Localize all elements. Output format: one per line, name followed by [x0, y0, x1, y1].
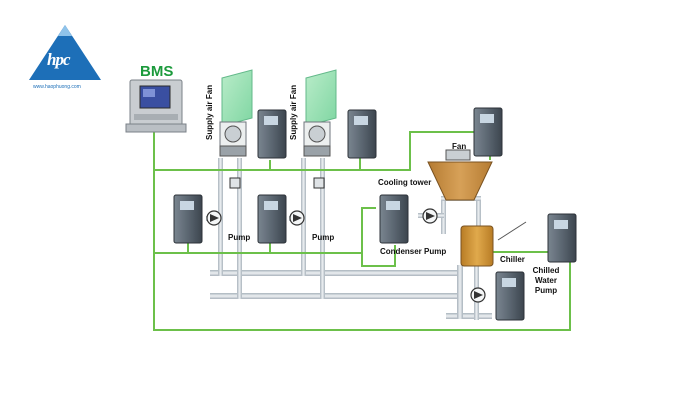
- vfd-pump-2: [257, 194, 287, 244]
- air-handling-unit-1: [219, 69, 253, 157]
- cooling-tower: [427, 149, 493, 201]
- ahu1-damper: [219, 145, 247, 157]
- pump-1-label: Pump: [228, 233, 251, 242]
- ahu2-fan-wheel: [308, 125, 326, 143]
- computer-base: [134, 114, 178, 120]
- chiller-unit: [460, 225, 494, 267]
- pipe-chiller-loop-right: [457, 265, 463, 319]
- wire-pump-bus: [154, 207, 376, 254]
- supply-air-fan-2-label: Supply air Fan: [289, 84, 298, 140]
- cooling-tower-fan-box: [445, 149, 471, 161]
- wire-bms-main: [153, 132, 200, 171]
- company-logo: [29, 25, 101, 80]
- pipe-ahu2-return: [320, 158, 325, 299]
- bms-computer: [125, 79, 187, 133]
- pipe-return-to-chiller: [446, 313, 492, 319]
- vfd-condenser-pump: [379, 194, 409, 244]
- condenser-pump-label: Condenser Pump: [380, 247, 447, 256]
- control-valve-2: [313, 177, 325, 189]
- pump-arrows: [210, 212, 483, 299]
- pipe-header-upper: [210, 270, 462, 276]
- computer-keyboard: [125, 123, 187, 133]
- supply-air-fan-1-label: Supply air Fan: [205, 84, 214, 140]
- wire-bms-left-bus: [153, 170, 571, 331]
- vfd-ahu2: [347, 109, 377, 159]
- pipe-ahu1-return: [237, 158, 242, 299]
- ahu1-coil: [221, 69, 253, 127]
- control-valve-1: [229, 177, 241, 189]
- air-handling-unit-2: [303, 69, 337, 157]
- pipe-header-lower: [210, 293, 462, 299]
- ahu1-fan-wheel: [224, 125, 242, 143]
- condenser-pump-arrow: [426, 212, 435, 220]
- vfd-chiller-pump: [547, 213, 577, 263]
- chiller-leader-line: [497, 221, 527, 241]
- cooling-tower-body: [427, 161, 493, 201]
- ahu2-coil: [305, 69, 337, 127]
- bms-label: BMS: [140, 63, 174, 80]
- pump-2-label: Pump: [312, 233, 335, 242]
- chilled-water-pump-label-line2: Water: [535, 276, 557, 285]
- pump-2-arrow: [293, 214, 302, 222]
- chilled-water-pump-arrow: [474, 291, 483, 299]
- pipe-chiller-down: [474, 250, 479, 320]
- pipe-condenser-right: [476, 198, 481, 234]
- pump-1-arrow: [210, 214, 219, 222]
- logo-triangle: [29, 25, 101, 80]
- chiller-label: Chiller: [500, 255, 525, 264]
- vfd-pump-1: [173, 194, 203, 244]
- wire-condenser-bus: [361, 245, 396, 267]
- chilled-water-pump-label-line3: Pump: [534, 286, 558, 295]
- vfd-ahu1: [257, 109, 287, 159]
- chilled-water-pump-label-line1: Chilled: [532, 266, 560, 275]
- logo-triangle-highlight: [58, 25, 72, 36]
- vfd-cooling-tower-fan: [473, 107, 503, 157]
- cooling-tower-label: Cooling tower: [378, 178, 432, 187]
- ahu2-damper: [303, 145, 331, 157]
- vfd-chilled-water-pump: [495, 271, 525, 321]
- logo-mark-text: hpc: [47, 50, 70, 69]
- logo-url: www.haophuong.com: [33, 84, 81, 90]
- fan-label: Fan: [452, 142, 467, 151]
- computer-screen-glare: [143, 89, 155, 97]
- vfd-drives: [173, 107, 577, 321]
